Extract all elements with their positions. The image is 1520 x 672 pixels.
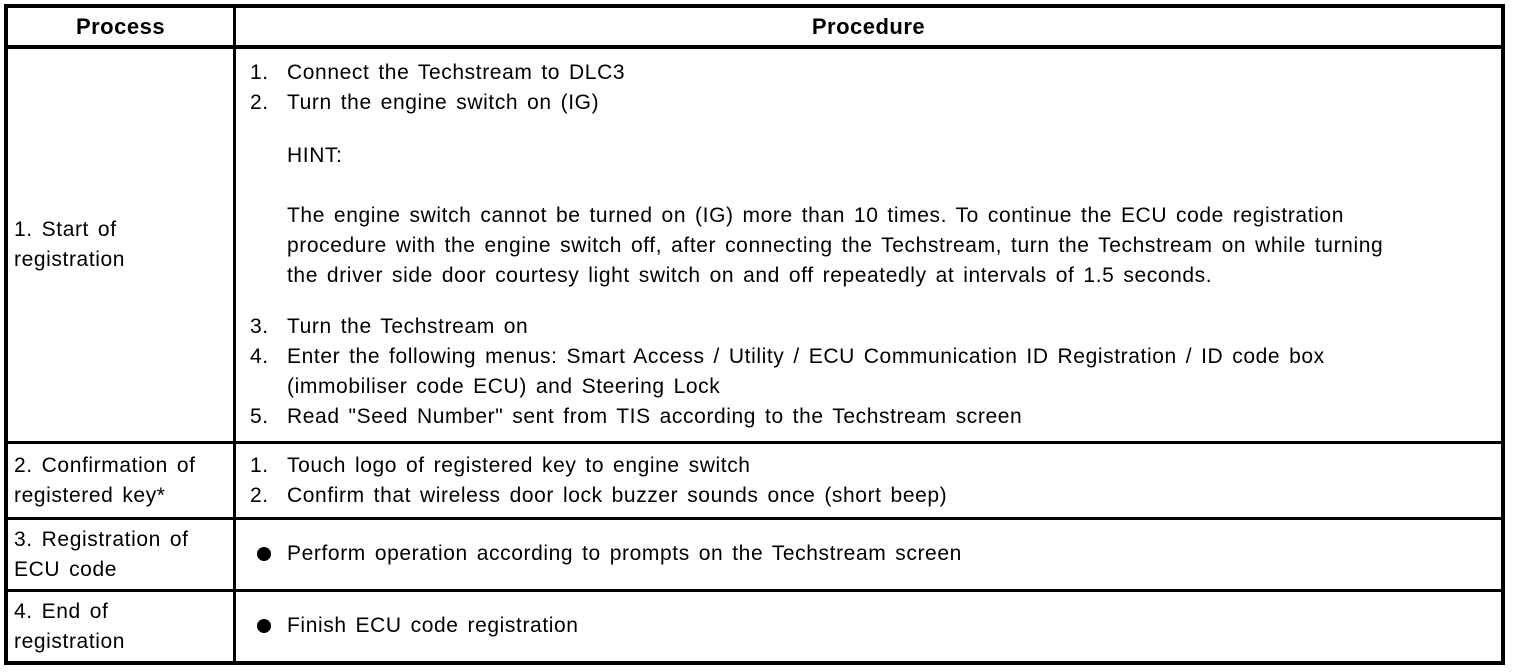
list-item-text-line: (immobiliser code ECU) and Steering Lock xyxy=(287,375,721,398)
row-separator xyxy=(8,441,1501,444)
hint-paragraph-line: The engine switch cannot be turned on (I… xyxy=(287,204,1344,227)
bullet-icon xyxy=(257,619,271,633)
process-label-line: 4. End of xyxy=(14,599,109,623)
row-separator xyxy=(8,589,1501,592)
procedure-table: Process Procedure 1. Start of registrati… xyxy=(4,4,1505,665)
bullet-icon xyxy=(257,547,271,561)
process-label-line: registration xyxy=(14,248,126,271)
list-item-number: 1. xyxy=(250,453,269,477)
list-item: 4. Enter the following menus: Smart Acce… xyxy=(236,342,1491,402)
list-item-text: Enter the following menus: Smart Access … xyxy=(287,342,1491,402)
row-separator xyxy=(8,517,1501,520)
process-label-line: 3. Registration of xyxy=(14,527,189,551)
list-item: 5. Read "Seed Number" sent from TIS acco… xyxy=(236,402,1491,432)
process-label-line: registered key* xyxy=(14,483,166,507)
list-item: 2. Turn the engine switch on (IG) xyxy=(236,88,1491,118)
list-item-text: Turn the engine switch on (IG) xyxy=(287,91,600,114)
list-item: 3. Turn the Techstream on xyxy=(236,312,1491,342)
column-header-procedure: Procedure xyxy=(236,8,1501,45)
list-item-number: 2. xyxy=(250,483,269,507)
bullet-item: Finish ECU code registration xyxy=(236,611,1491,642)
bullet-item-text: Finish ECU code registration xyxy=(287,614,579,637)
list-item-text: Touch logo of registered key to engine s… xyxy=(287,453,751,477)
list-item-number: 2. xyxy=(250,91,269,114)
hint-paragraph-line: procedure with the engine switch off, af… xyxy=(287,234,1384,257)
hint-label: HINT: xyxy=(287,144,343,167)
column-header-process-label: Process xyxy=(75,13,166,39)
column-header-procedure-label: Procedure xyxy=(811,13,926,39)
column-header-process: Process xyxy=(8,8,236,45)
list-item: 1. Connect the Techstream to DLC3 xyxy=(236,58,1491,88)
process-cell-registration-of-ecu-code: 3. Registration of ECU code xyxy=(8,520,236,589)
bullet-item-text: Perform operation according to prompts o… xyxy=(287,542,962,565)
list-item-text: Confirm that wireless door lock buzzer s… xyxy=(287,483,948,507)
list-item-number: 3. xyxy=(250,315,269,338)
procedure-cell-end-of-registration: Finish ECU code registration xyxy=(236,592,1501,661)
process-cell-start-of-registration: 1. Start of registration xyxy=(8,49,236,441)
bullet-item: Perform operation according to prompts o… xyxy=(236,539,1491,570)
procedure-cell-registration-of-ecu-code: Perform operation according to prompts o… xyxy=(236,520,1501,589)
bullet-marker xyxy=(236,539,287,570)
process-label-line: registration xyxy=(14,629,126,653)
list-item-number: 1. xyxy=(250,61,269,84)
procedure-cell-start-of-registration: 1. Connect the Techstream to DLC3 2. Tur… xyxy=(236,49,1501,441)
process-label-line: 2. Confirmation of xyxy=(14,453,196,477)
list-item-number: 4. xyxy=(250,345,269,368)
hint-paragraph-line: the driver side door courtesy light swit… xyxy=(287,264,1213,287)
list-item-number: 5. xyxy=(250,405,269,428)
list-item-text: Read "Seed Number" sent from TIS accordi… xyxy=(287,405,1023,428)
procedure-cell-confirmation-of-registered-key: 1. Touch logo of registered key to engin… xyxy=(236,444,1501,517)
hint-paragraph: The engine switch cannot be turned on (I… xyxy=(287,201,1491,291)
process-cell-end-of-registration: 4. End of registration xyxy=(8,592,236,661)
list-item: 1. Touch logo of registered key to engin… xyxy=(236,451,1491,481)
process-label-line: 1. Start of xyxy=(14,218,117,241)
header-separator xyxy=(8,45,1501,49)
bullet-marker xyxy=(236,611,287,642)
list-item-text: Turn the Techstream on xyxy=(287,315,529,338)
list-item: 2. Confirm that wireless door lock buzze… xyxy=(236,481,1491,511)
process-label-line: ECU code xyxy=(14,557,118,581)
list-item-text: Connect the Techstream to DLC3 xyxy=(287,61,626,84)
process-cell-confirmation-of-registered-key: 2. Confirmation of registered key* xyxy=(8,444,236,517)
list-item-text-line: Enter the following menus: Smart Access … xyxy=(287,345,1325,368)
